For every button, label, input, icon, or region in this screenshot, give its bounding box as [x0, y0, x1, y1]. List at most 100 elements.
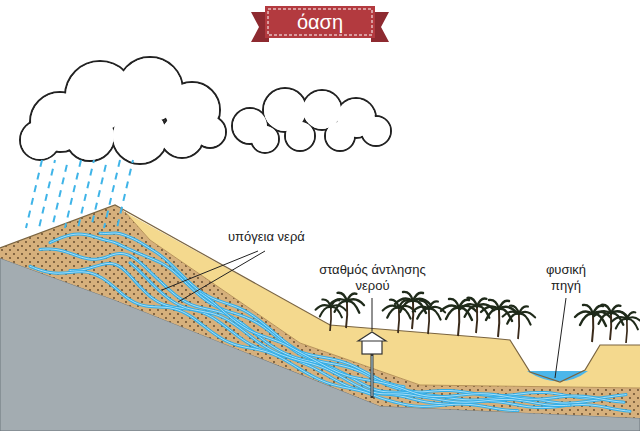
- palm-tree: [413, 301, 445, 334]
- palm-frond: [347, 293, 357, 301]
- palm-frond: [335, 301, 347, 312]
- palm-frond: [420, 301, 429, 309]
- pump-house: [362, 340, 382, 354]
- palm-frond: [627, 312, 636, 319]
- palm-frond: [507, 314, 519, 324]
- palm-frond: [403, 292, 413, 301]
- groundwater: [30, 233, 630, 411]
- palm-trunk: [498, 309, 499, 337]
- palm-frond: [510, 306, 519, 314]
- rain-streak: [52, 160, 68, 228]
- palm-frond: [417, 309, 429, 319]
- palm-frond: [449, 299, 459, 308]
- groundwater-stream: [130, 263, 570, 406]
- palm-frond: [429, 301, 438, 309]
- groundwater-highlight: [130, 263, 570, 406]
- palm-frond: [601, 305, 611, 314]
- cloud: [20, 57, 226, 164]
- rain-streak: [91, 160, 107, 228]
- palm-trees: [316, 292, 640, 343]
- cloud-fill: [286, 122, 314, 150]
- rain-streak: [26, 160, 42, 228]
- well-pipe: [371, 354, 374, 398]
- rain-streak: [39, 160, 55, 228]
- leader-line: [162, 251, 258, 290]
- palm-frond: [387, 308, 399, 318]
- ground-surface: [0, 205, 640, 382]
- palm-trunk: [592, 314, 593, 342]
- palm-tree: [612, 311, 640, 343]
- palm-trunk: [412, 301, 413, 329]
- palm-frond: [580, 314, 593, 325]
- rain-streak: [78, 160, 94, 228]
- palm-trunk: [458, 308, 459, 336]
- palm-tree: [316, 299, 347, 331]
- palm-frond: [599, 313, 611, 324]
- rain-streak: [117, 160, 133, 228]
- rain-streak: [104, 160, 120, 228]
- palm-tree: [575, 305, 611, 342]
- groundwater-stream: [100, 233, 404, 387]
- cloud-fill: [66, 112, 114, 160]
- well-pipe: [372, 356, 373, 396]
- palm-trunk: [346, 301, 347, 328]
- callout-label: φυσική πηγή: [533, 262, 599, 293]
- palm-tree: [594, 305, 628, 340]
- cloud-fill: [362, 117, 390, 145]
- palm-trunk: [610, 313, 611, 340]
- cloud-fill: [326, 122, 354, 150]
- palm-frond: [400, 301, 413, 312]
- leader-line: [178, 251, 265, 302]
- cloud-fill: [21, 121, 59, 159]
- rain: [26, 160, 133, 228]
- cloud-fill: [252, 126, 278, 152]
- desert-sand: [125, 212, 640, 388]
- banner-body: [265, 6, 375, 38]
- palm-frond: [519, 314, 531, 325]
- callout-label: σταθμός άντλησης νερού: [310, 262, 435, 293]
- banner-stitch: [268, 9, 372, 35]
- title-text: όαση: [297, 10, 343, 34]
- palm-frond: [465, 306, 477, 317]
- leader-line: [555, 298, 566, 378]
- title-banner: [251, 6, 389, 42]
- palm-trunk: [626, 319, 627, 343]
- rain-streak: [65, 160, 81, 228]
- palm-frond: [616, 319, 627, 329]
- cloud-fill: [195, 117, 225, 147]
- palm-frond: [446, 308, 459, 319]
- palm-tree: [503, 306, 535, 339]
- palm-trunk: [476, 306, 477, 333]
- palm-frond: [477, 298, 487, 306]
- palm-frond: [337, 293, 347, 302]
- cloud: [232, 88, 391, 153]
- callout-label: υπόγεια νερά: [228, 229, 305, 245]
- palm-frond: [486, 309, 499, 320]
- cloud-fill: [113, 109, 167, 163]
- palm-tree: [330, 293, 364, 328]
- groundwater-highlight: [200, 293, 624, 402]
- pump-roof: [358, 332, 386, 341]
- palm-tree: [383, 300, 415, 333]
- palm-frond: [618, 311, 627, 319]
- palm-frond: [489, 300, 499, 309]
- palm-tree: [441, 299, 477, 336]
- palm-frond: [583, 305, 593, 314]
- palm-frond: [467, 298, 477, 307]
- clouds: [20, 57, 391, 164]
- palm-frond: [499, 301, 509, 309]
- leader-line: [372, 298, 373, 331]
- palm-frond: [519, 306, 528, 314]
- palm-frond: [320, 307, 331, 317]
- palm-trunk: [518, 314, 519, 339]
- palm-frond: [627, 319, 638, 329]
- palm-frond: [429, 309, 441, 320]
- permeable-layer: [0, 205, 640, 418]
- palm-tree: [395, 292, 431, 329]
- palm-frond: [347, 301, 359, 313]
- groundwater-stream: [200, 293, 624, 402]
- palm-trunk: [330, 307, 331, 331]
